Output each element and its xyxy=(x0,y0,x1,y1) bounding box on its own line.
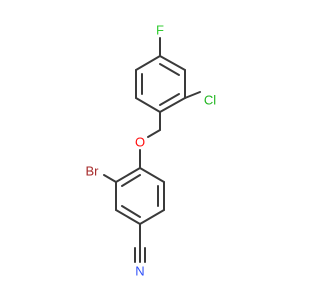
atom-chlorine: Cl xyxy=(204,93,216,108)
bond xyxy=(115,167,141,183)
atom-fluorine: F xyxy=(156,23,164,38)
fluorochlorophenyl-ring xyxy=(135,55,186,113)
bond xyxy=(135,55,161,71)
atom-bromine: Br xyxy=(86,164,100,179)
double-bond-inner xyxy=(159,63,180,76)
atom-oxygen: O xyxy=(135,135,145,150)
double-bond-inner xyxy=(121,205,141,218)
molecule-structure-diagram: F Cl O Br N xyxy=(86,23,217,279)
bromobenzonitrile-ring xyxy=(115,167,165,225)
bond xyxy=(115,209,141,225)
bond xyxy=(139,167,165,183)
double-bond-inner xyxy=(159,93,180,106)
bond xyxy=(159,97,186,113)
bond-ch2-o xyxy=(147,129,161,138)
bond-c-cl xyxy=(184,91,201,99)
double-bond-inner xyxy=(121,174,141,187)
bond xyxy=(139,209,165,225)
atom-nitrogen: N xyxy=(135,264,144,279)
bond-c-br xyxy=(103,174,117,183)
bond xyxy=(135,97,161,113)
bond xyxy=(159,55,186,71)
